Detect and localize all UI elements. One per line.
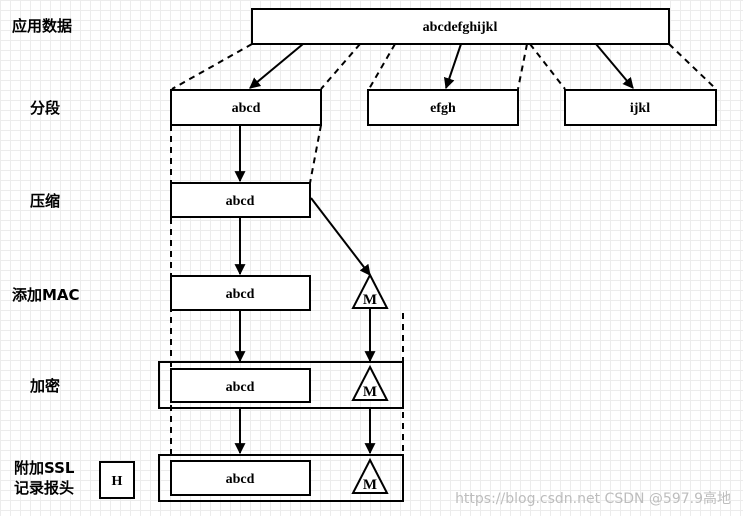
app-data-text: abcdefghijkl xyxy=(423,20,498,35)
label-fragment: 分段 xyxy=(30,99,61,117)
mac-triangle-3 xyxy=(351,457,389,494)
watermark: https://blog.csdn.net CSDN @597.9高地 xyxy=(455,491,731,507)
app-data-box xyxy=(251,8,670,45)
fragment-text-2: efgh xyxy=(430,101,456,116)
mac-text-3: M xyxy=(363,477,377,493)
fragment-text-3: ijkl xyxy=(630,101,650,116)
fragment-box-1 xyxy=(170,89,322,126)
encrypted-frame xyxy=(158,361,404,409)
record-data-text: abcd xyxy=(226,472,255,487)
label-app-data: 应用数据 xyxy=(12,17,73,35)
label-ssl-header: 附加SSL 记录报头 xyxy=(14,458,94,498)
encrypted-data-box xyxy=(170,368,311,403)
header-box xyxy=(99,461,135,499)
compressed-text: abcd xyxy=(226,194,255,209)
with-mac-data-text: abcd xyxy=(226,287,255,302)
label-ssl-header-line1: 附加SSL xyxy=(14,459,75,477)
label-add-mac: 添加MAC xyxy=(12,286,80,304)
fragment-text-1: abcd xyxy=(232,101,261,116)
label-compress: 压缩 xyxy=(30,192,61,210)
label-ssl-header-line2: 记录报头 xyxy=(14,479,75,497)
record-data-box xyxy=(170,460,311,496)
label-encrypt: 加密 xyxy=(30,377,61,395)
mac-triangle-2 xyxy=(351,364,389,401)
header-text: H xyxy=(112,474,123,489)
flow-arrows xyxy=(234,43,634,455)
record-frame xyxy=(158,454,404,502)
mac-text-2: M xyxy=(363,384,377,400)
compressed-box xyxy=(170,182,311,218)
mac-text-1: M xyxy=(363,292,377,308)
fragment-box-2 xyxy=(367,89,519,126)
encrypted-data-text: abcd xyxy=(226,380,255,395)
fragment-box-3 xyxy=(564,89,717,126)
